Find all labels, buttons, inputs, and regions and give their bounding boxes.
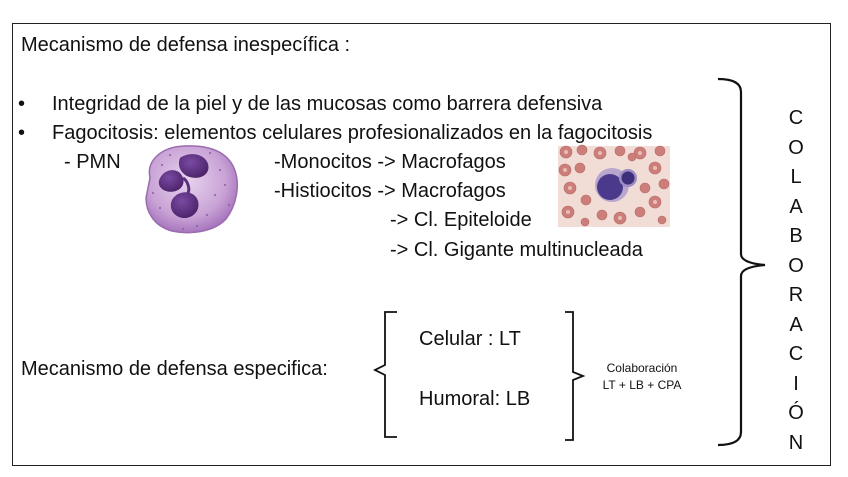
vertical-letter: C	[788, 107, 804, 129]
vertical-letter: N	[788, 431, 804, 454]
heading-specific: Mecanismo de defensa especifica:	[21, 358, 328, 380]
vertical-letter: C	[788, 343, 804, 365]
vertical-letter: B	[789, 225, 803, 247]
vertical-letter: Ó	[788, 402, 804, 424]
bullet-phagocytosis: Fagocitosis: elementos celulares profesi…	[52, 122, 653, 144]
vertical-letter: A	[789, 313, 803, 336]
monocitos-text: -Monocitos -> Macrofagos	[274, 151, 506, 173]
bullet-icon: •	[18, 122, 26, 144]
vertical-letter: L	[790, 166, 802, 188]
bullet-skin-barrier: Integridad de la piel y de las mucosas c…	[52, 93, 603, 115]
colaboracion-detail: LT + LB + CPA	[602, 378, 682, 392]
vertical-letter: A	[789, 195, 803, 218]
colaboracion-vertical-word: C O L A B O R A C I Ó N	[781, 104, 811, 458]
vertical-letter: O	[788, 136, 804, 159]
vertical-letter: I	[793, 372, 799, 395]
gigante-text: -> Cl. Gigante multinucleada	[390, 239, 643, 261]
humoral-lb-text: Humoral: LB	[419, 388, 531, 410]
vertical-letter: O	[788, 254, 804, 277]
pmn-label: - PMN	[64, 151, 121, 173]
diagram-frame	[12, 23, 831, 466]
colaboracion-title: Colaboración	[606, 361, 678, 375]
epiteloide-text: -> Cl. Epiteloide	[390, 209, 532, 231]
histiocitos-text: -Histiocitos -> Macrofagos	[274, 180, 506, 202]
celular-lt-text: Celular : LT	[419, 328, 521, 350]
heading-nonspecific: Mecanismo de defensa inespecífica :	[21, 34, 351, 56]
vertical-letter: R	[788, 284, 804, 306]
bullet-icon: •	[18, 93, 26, 115]
